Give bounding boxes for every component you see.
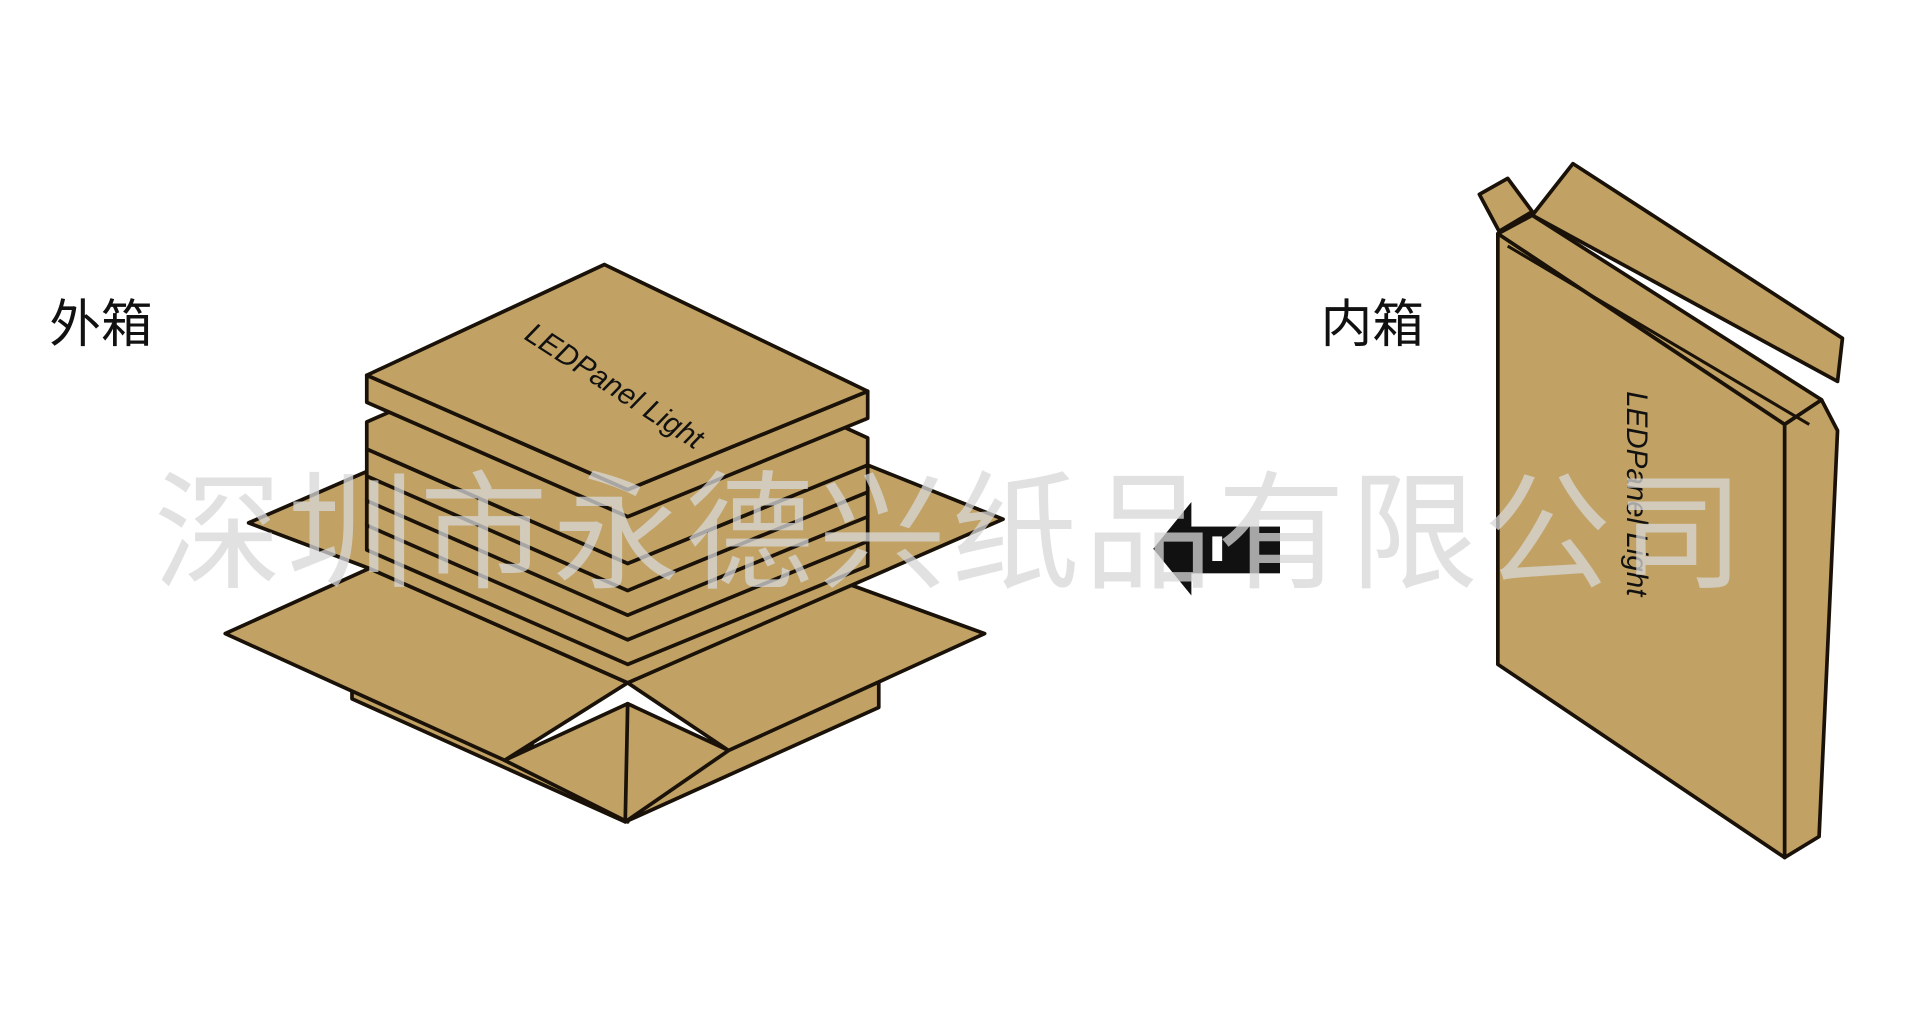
label-outer-box: 外箱 — [49, 295, 152, 355]
arrow-left-icon — [1153, 501, 1280, 596]
inner-box: LEDPanel Light — [1477, 161, 1845, 860]
product-text-inner: LEDPanel Light — [1620, 391, 1653, 598]
panel-stack: LEDPanel Light — [364, 262, 870, 667]
watermark: 深圳市永德兴纸品有限公司 — [154, 460, 1749, 609]
label-inner-box: 内箱 — [1321, 295, 1424, 355]
top-panel — [364, 262, 870, 492]
inner-box-front — [1496, 231, 1787, 860]
